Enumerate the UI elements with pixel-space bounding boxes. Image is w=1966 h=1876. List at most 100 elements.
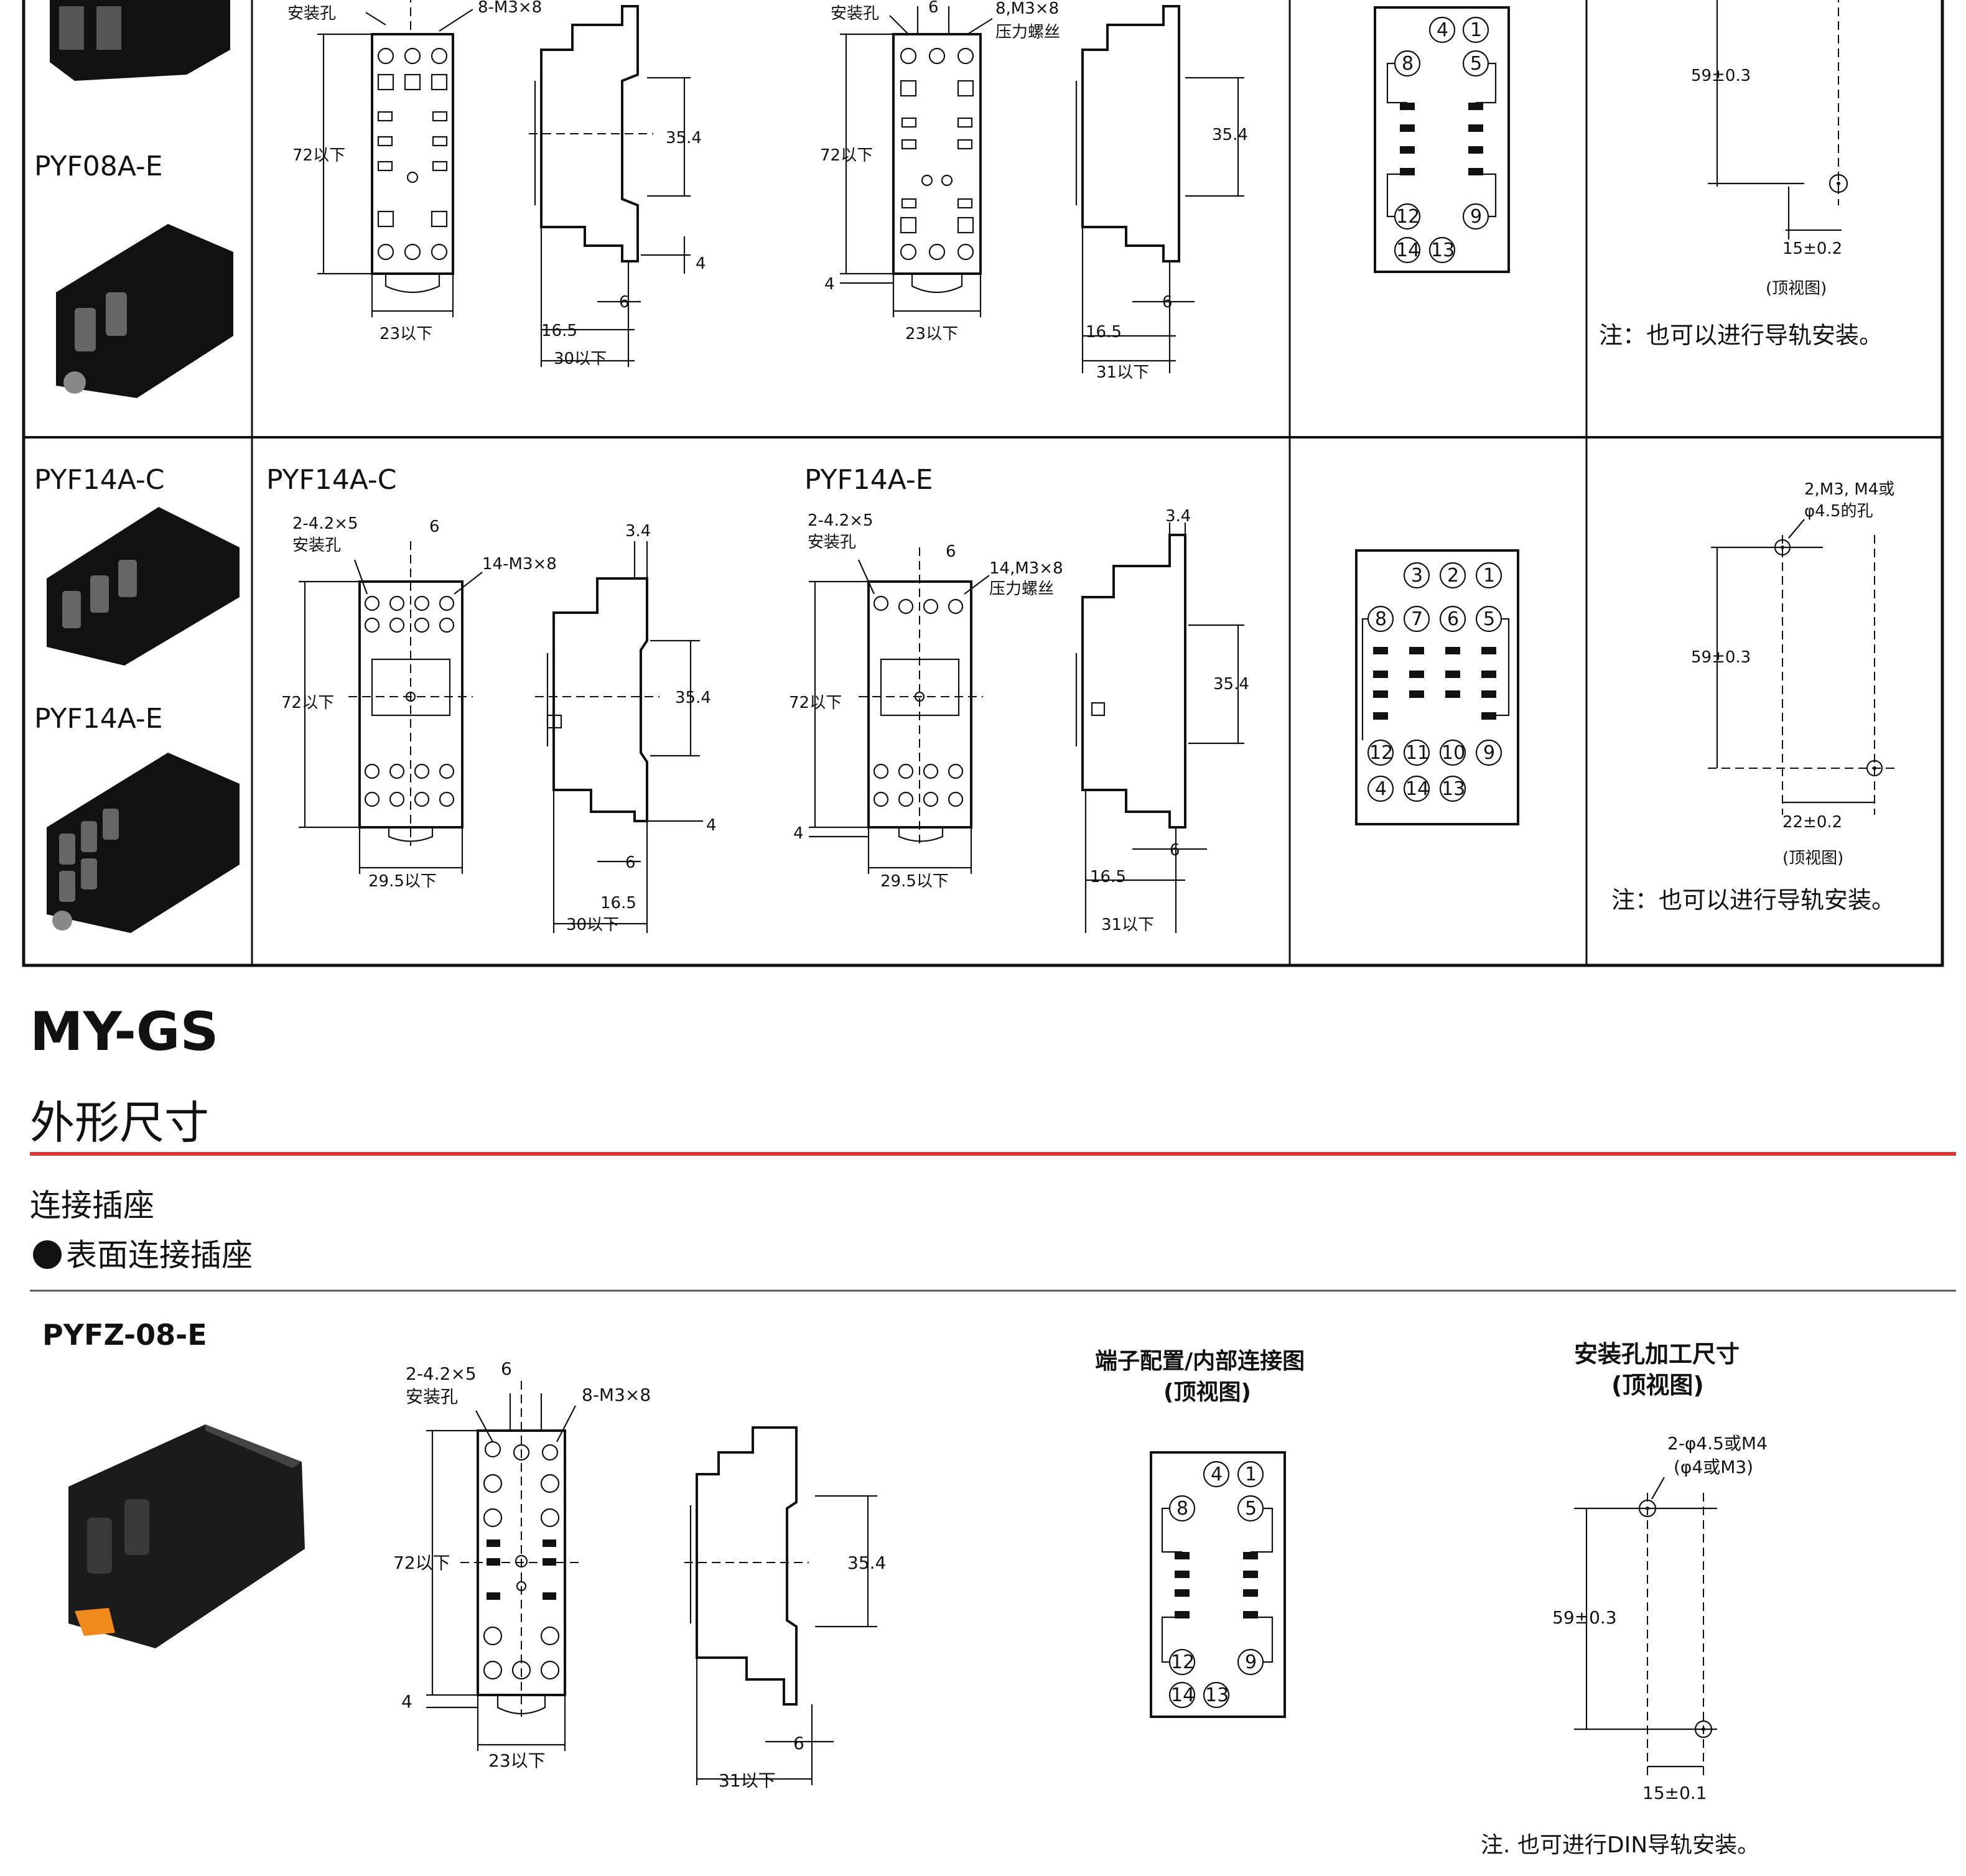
pin-14: 14 [1171, 1684, 1195, 1706]
side-dim-c: 6 [619, 293, 630, 312]
pin-diagram-14: 3 2 1 8 7 6 5 12 11 10 9 4 14 13 [1355, 549, 1519, 825]
mounting-holes-row1 [1708, 0, 1848, 239]
pin-12: 12 [1396, 206, 1420, 228]
mount-dim-v: 59±0.3 [1691, 648, 1751, 667]
side-top: 3.4 [625, 522, 651, 541]
depth-label: 31以下 [1096, 363, 1149, 382]
model-heading: MY-GS [30, 1001, 218, 1063]
drawing-title-pyf14a-e: PYF14A-E [804, 464, 933, 496]
pyfz-hole-label-2: 安装孔 [406, 1386, 458, 1407]
pin-9: 9 [1245, 1651, 1257, 1673]
pin-9: 9 [1483, 742, 1495, 764]
pin-1: 1 [1483, 565, 1495, 587]
pyfz-width-label: 23以下 [488, 1750, 546, 1771]
side-dim-a: 35.4 [1213, 675, 1249, 694]
mount-view: (顶视图) [1782, 849, 1843, 868]
mount-view: (顶视图) [1766, 279, 1827, 298]
pin-14: 14 [1396, 239, 1420, 261]
pin-9: 9 [1470, 206, 1482, 228]
side-dim-b: 4 [706, 816, 717, 835]
side-dim-c: 6 [1170, 841, 1180, 860]
pyfz-pin-diagram: 4 1 8 5 12 9 14 13 [1150, 1451, 1286, 1718]
pyfz-hole-label: 2-4.2×5 [406, 1363, 477, 1384]
hole-label-2: 安装孔 [808, 533, 856, 552]
mount-note: 注：也可以进行导轨安装。 [1611, 886, 1895, 914]
pin-8: 8 [1176, 1498, 1188, 1520]
pyfz-screw-label: 8-M3×8 [582, 1385, 651, 1405]
pin-8: 8 [1375, 608, 1387, 630]
pin-6: 6 [1447, 608, 1459, 630]
pyfz-side-dim-c: 6 [793, 1733, 804, 1753]
product-label-pyf14a-c: PYF14A-C [34, 464, 164, 496]
section-title: 外形尺寸 [30, 1097, 209, 1149]
hole-label: 安装孔 [831, 4, 879, 23]
pin-10: 10 [1442, 742, 1465, 764]
socket-photo-pyf14a-c [47, 507, 240, 666]
socket-photo-top [50, 0, 230, 81]
pyfz-mount-hole-note-2: (φ4或M3) [1674, 1457, 1753, 1477]
hole-label: 2-4.2×5 [292, 514, 358, 533]
width-label: 23以下 [380, 325, 432, 343]
pyfz-front-view [426, 1381, 579, 1751]
pin-4: 4 [1437, 19, 1448, 41]
dim-4: 4 [824, 275, 835, 294]
pin-12: 12 [1369, 742, 1393, 764]
pin-7: 7 [1411, 608, 1423, 630]
height-label: 72以下 [820, 146, 873, 165]
screw-label: 8-M3×8 [478, 0, 542, 17]
pin-4: 4 [1375, 778, 1387, 800]
pyfz-dim-top: 6 [501, 1358, 512, 1379]
pyfz-mount-title: 安装孔加工尺寸 [1574, 1340, 1740, 1368]
width-label: 29.5以下 [368, 872, 437, 891]
socket-photo-pyfz-08-e [68, 1424, 305, 1648]
pyfz-side-view [684, 1426, 877, 1785]
side-dim-a: 35.4 [1212, 126, 1248, 144]
front-view-pyf08a-e-right [840, 6, 993, 317]
screw-label: 14-M3×8 [482, 555, 557, 573]
side-top: 3.4 [1165, 507, 1191, 526]
pin-1: 1 [1245, 1464, 1257, 1485]
pyfz-model-label: PYFZ-08-E [42, 1318, 207, 1352]
pin-12: 12 [1171, 1651, 1195, 1673]
section-bullet-text: 表面连接插座 [66, 1237, 253, 1273]
height-label: 72以下 [789, 694, 842, 712]
pin-5: 5 [1245, 1498, 1257, 1520]
mount-hole-note: 2,M3, M4或 [1804, 480, 1894, 499]
mount-dim-h: 15±0.2 [1782, 239, 1842, 258]
height-label: 72以下 [281, 694, 334, 712]
width-label: 29.5以下 [880, 872, 949, 891]
side-dim-d: 16.5 [1090, 868, 1126, 886]
dim-4: 4 [793, 824, 804, 843]
pyfz-mount-dim-v: 59±0.3 [1552, 1607, 1617, 1628]
dim-top: 6 [429, 518, 440, 536]
pin-8: 8 [1402, 53, 1414, 75]
terminal-title: 端子配置/内部连接图 [1095, 1349, 1305, 1374]
side-dim-c: 6 [1162, 293, 1173, 312]
pyfz-mounting-holes [1574, 1477, 1717, 1779]
height-label: 72以下 [292, 146, 345, 165]
pyfz-dim-4: 4 [401, 1691, 412, 1712]
side-view-pyf08a-e-left [529, 5, 691, 367]
side-dim-d: 16.5 [1086, 323, 1122, 341]
side-dim-a: 35.4 [675, 689, 711, 707]
depth-label: 30以下 [554, 350, 607, 368]
depth-label: 31以下 [1101, 916, 1154, 934]
pin-3: 3 [1411, 565, 1423, 587]
depth-label: 30以下 [566, 916, 619, 934]
width-label: 23以下 [905, 325, 958, 343]
socket-photo-pyf14a-e [47, 753, 240, 933]
hole-label: 安装孔 [287, 4, 336, 23]
socket-photo-pyf08a-e [56, 224, 233, 398]
pyfz-mount-view: (顶视图) [1611, 1372, 1704, 1399]
drawing-title-pyf14a-c: PYF14A-C [266, 464, 396, 496]
pyfz-side-dim-a: 35.4 [847, 1553, 886, 1573]
dim-top: 6 [946, 542, 956, 561]
side-view-pyf14a-e [1075, 522, 1244, 933]
screw-label: 8,M3×8 [995, 0, 1059, 18]
side-dim-d: 16.5 [600, 894, 636, 912]
pin-diagram-8: 4 1 8 5 12 9 14 13 [1374, 6, 1510, 273]
side-view-pyf08a-e-right [1075, 5, 1244, 373]
terminal-view: (顶视图) [1163, 1380, 1251, 1405]
pin-11: 11 [1405, 742, 1429, 764]
